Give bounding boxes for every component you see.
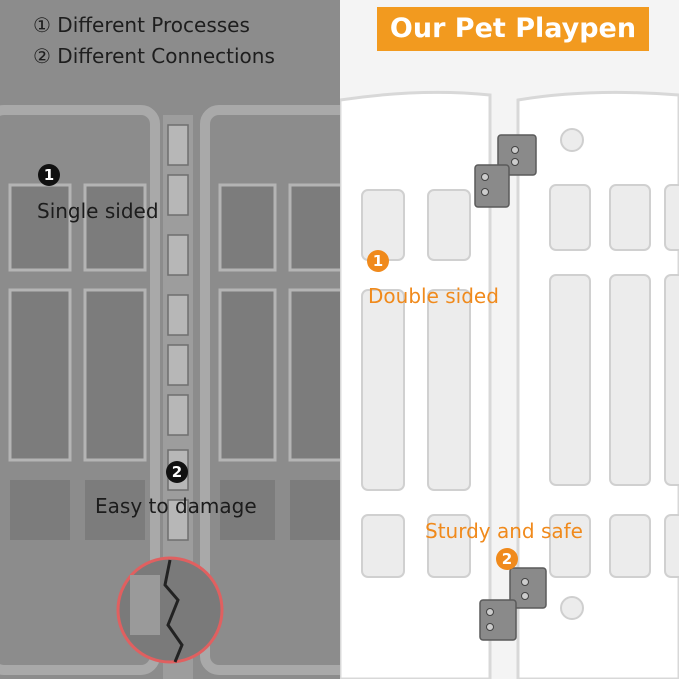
page-title: Our Pet Playpen bbox=[377, 7, 649, 51]
competitor-pen-illustration bbox=[0, 105, 340, 679]
sturdy-and-safe-label: Sturdy and safe bbox=[425, 519, 583, 543]
top-hinge-bracket bbox=[474, 134, 537, 208]
number-1-badge: 1 bbox=[38, 164, 60, 186]
competitor-panel bbox=[0, 0, 340, 679]
our-pen-panel bbox=[340, 0, 679, 679]
legend-processes: ① Different Processes bbox=[33, 13, 250, 37]
our-pen-illustration bbox=[340, 0, 679, 679]
number-1-badge: 1 bbox=[367, 250, 389, 272]
legend-connections: ② Different Connections bbox=[33, 44, 275, 68]
double-sided-label: Double sided bbox=[368, 284, 499, 308]
easy-to-damage-label: Easy to damage bbox=[95, 494, 257, 518]
number-2-badge: 2 bbox=[496, 548, 518, 570]
number-2-badge: 2 bbox=[166, 461, 188, 483]
bottom-hinge-bracket bbox=[479, 567, 547, 641]
single-sided-label: Single sided bbox=[37, 199, 159, 223]
